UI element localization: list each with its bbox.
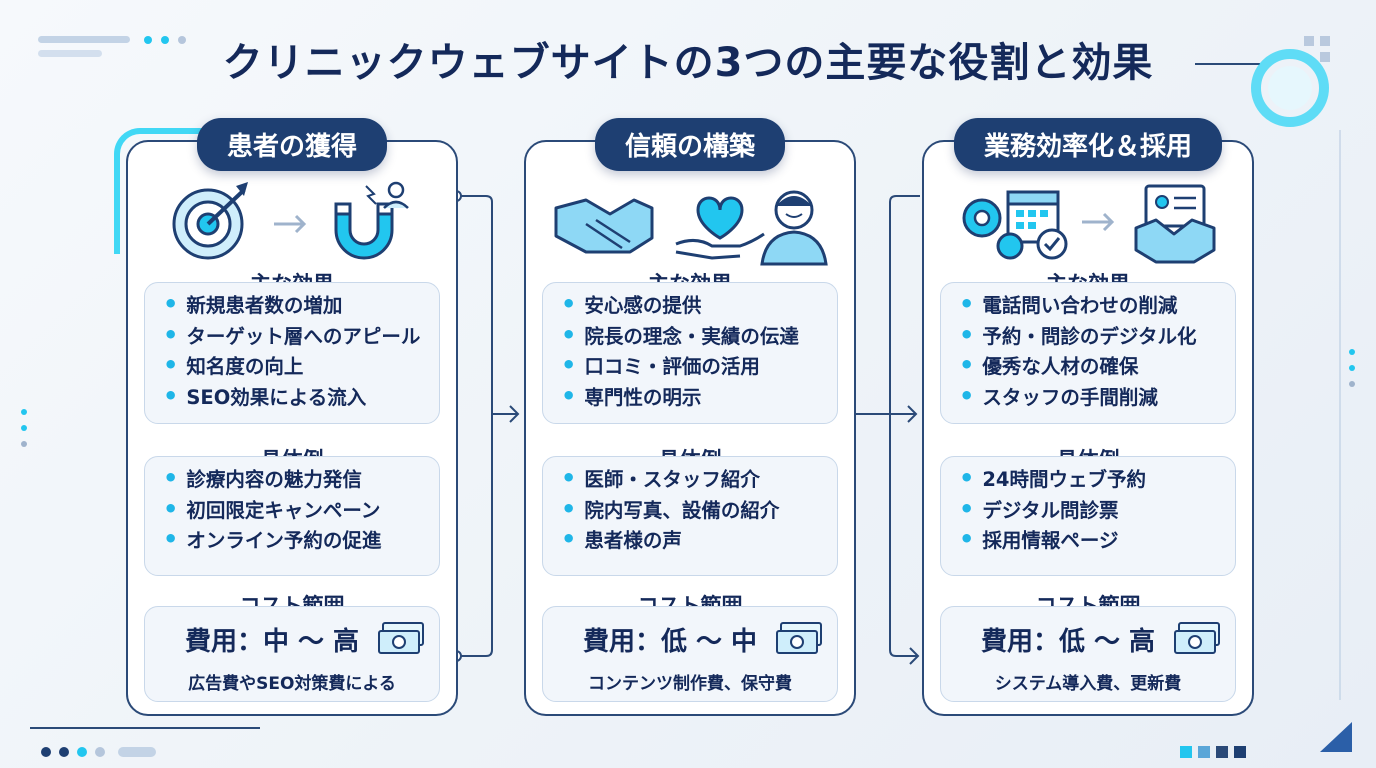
doctor-icon xyxy=(760,190,828,266)
examples-box: 医師・スタッフ紹介 院内写真、設備の紹介 患者様の声 xyxy=(542,456,838,576)
page-title: クリニックウェブサイトの3つの主要な役割と効果 xyxy=(222,40,1154,86)
card-icons xyxy=(172,181,409,260)
list-item: 口コミ・評価の活用 xyxy=(561,350,837,381)
magnet-person-icon xyxy=(334,181,409,260)
card-patient-acquisition: 患者の獲得 主な効果 新規患者数の増加 ターゲット層へのアピール 知名度の向上 xyxy=(114,118,458,716)
arrow-right-icon xyxy=(274,214,307,234)
handshake-icon xyxy=(554,198,654,254)
list-item: 知名度の向上 xyxy=(163,350,439,381)
list-item: ターゲット層へのアピール xyxy=(163,320,439,351)
effects-box: 新規患者数の増加 ターゲット層へのアピール 知名度の向上 SEO効果による流入 xyxy=(144,282,440,424)
target-icon xyxy=(172,182,248,260)
list-item: 医師・スタッフ紹介 xyxy=(561,463,837,494)
list-item: 優秀な人材の確保 xyxy=(959,350,1235,381)
money-icon xyxy=(1174,622,1220,654)
money-icon xyxy=(776,622,822,654)
money-icon xyxy=(378,622,424,654)
list-item: オンライン予約の促進 xyxy=(163,524,439,555)
list-item: 診療内容の魅力発信 xyxy=(163,463,439,494)
card-heading: 患者の獲得 xyxy=(196,118,388,171)
heart-hand-icon xyxy=(675,196,765,260)
card-heading: 業務効率化＆採用 xyxy=(953,118,1223,171)
gear-calendar-icon xyxy=(962,190,1068,260)
cost-box: 費用：中 〜 高 広告費やSEO対策費による xyxy=(144,606,440,702)
arrow-right-icon xyxy=(1082,212,1115,232)
card-icons xyxy=(962,184,1216,264)
card-trust-building: 信頼の構築 主な効果 安心感の提供 院長の理念・実績の伝達 口コミ・評価の活用 … xyxy=(524,118,856,716)
effects-box: 安心感の提供 院長の理念・実績の伝達 口コミ・評価の活用 専門性の明示 xyxy=(542,282,838,424)
cost-value: 費用：低 〜 高 xyxy=(980,627,1156,657)
list-item: 院内写真、設備の紹介 xyxy=(561,494,837,525)
list-item: 患者様の声 xyxy=(561,524,837,555)
list-item: 初回限定キャンペーン xyxy=(163,494,439,525)
list-item: SEO効果による流入 xyxy=(163,381,439,412)
list-item: デジタル問診票 xyxy=(959,494,1235,525)
list-item: 予約・問診のデジタル化 xyxy=(959,320,1235,351)
list-item: 採用情報ページ xyxy=(959,524,1235,555)
hiring-handshake-icon xyxy=(1134,184,1216,264)
cost-value: 費用：低 〜 中 xyxy=(582,627,758,657)
list-item: 専門性の明示 xyxy=(561,381,837,412)
list-item: スタッフの手間削減 xyxy=(959,381,1235,412)
cost-note: 広告費やSEO対策費による xyxy=(188,674,396,694)
cost-note: コンテンツ制作費、保守費 xyxy=(588,674,792,694)
list-item: 新規患者数の増加 xyxy=(163,289,439,320)
examples-box: 診療内容の魅力発信 初回限定キャンペーン オンライン予約の促進 xyxy=(144,456,440,576)
examples-box: 24時間ウェブ予約 デジタル問診票 採用情報ページ xyxy=(940,456,1236,576)
cost-note: システム導入費、更新費 xyxy=(994,674,1182,694)
card-glow xyxy=(114,128,240,254)
card-efficiency-hiring: 業務効率化＆採用 主な効果 電話問い合わせの削減 予約・問診のデジタル化 xyxy=(922,118,1254,716)
cost-box: 費用：低 〜 中 コンテンツ制作費、保守費 xyxy=(542,606,838,702)
list-item: 院長の理念・実績の伝達 xyxy=(561,320,837,351)
card-icons xyxy=(554,190,828,266)
cost-value: 費用：中 〜 高 xyxy=(184,627,360,657)
effects-box: 電話問い合わせの削減 予約・問診のデジタル化 優秀な人材の確保 スタッフの手間削… xyxy=(940,282,1236,424)
list-item: 電話問い合わせの削減 xyxy=(959,289,1235,320)
list-item: 安心感の提供 xyxy=(561,289,837,320)
list-item: 24時間ウェブ予約 xyxy=(959,463,1235,494)
cost-box: 費用：低 〜 高 システム導入費、更新費 xyxy=(940,606,1236,702)
card-heading: 信頼の構築 xyxy=(594,118,786,171)
